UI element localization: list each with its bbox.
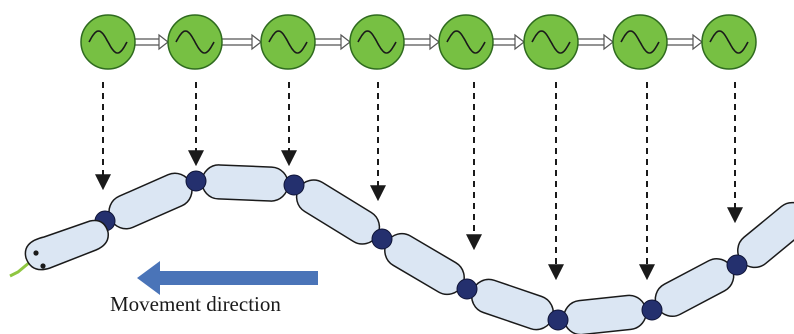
coupling-arrow (135, 33, 169, 51)
oscillator-node (80, 14, 136, 70)
body-joint (547, 309, 569, 331)
oscillator-node (701, 14, 757, 70)
coupling-arrow (404, 33, 440, 51)
snake-tongue (9, 260, 31, 278)
body-joint (371, 228, 393, 250)
body-segment (201, 164, 289, 202)
oscillator-chain (80, 14, 757, 70)
head-shape (24, 219, 109, 271)
oscillator-node (438, 14, 494, 70)
coupling-arrow (578, 33, 614, 51)
coupling-arrow (315, 33, 351, 51)
sine-wave-icon (709, 30, 749, 54)
snake-head (9, 219, 109, 278)
body-segment (563, 294, 647, 334)
sine-wave-icon (175, 30, 215, 54)
body-joint (456, 278, 478, 300)
snake-joints (94, 170, 748, 331)
sine-wave-icon (620, 30, 660, 54)
snake-robot (9, 164, 794, 334)
body-joint (283, 174, 305, 196)
body-joint (726, 254, 748, 276)
body-segment (295, 179, 381, 245)
sine-wave-icon (531, 30, 571, 54)
oscillator-node (167, 14, 223, 70)
coupling-arrow (493, 33, 525, 51)
snake-segments (108, 164, 794, 334)
coupling-arrow (222, 33, 262, 51)
sine-wave-icon (88, 30, 128, 54)
snake-eye (40, 263, 46, 269)
oscillator-node (523, 14, 579, 70)
movement-direction-arrow (137, 261, 318, 295)
oscillator-node (260, 14, 316, 70)
oscillator-node (349, 14, 405, 70)
sine-wave-icon (446, 30, 486, 54)
sine-wave-icon (268, 30, 308, 54)
coupling-arrow (667, 33, 703, 51)
body-segment (108, 172, 193, 230)
drive-arrows (95, 82, 743, 281)
oscillator-node (612, 14, 668, 70)
body-segment (654, 258, 735, 317)
movement-direction-label: Movement direction (110, 292, 281, 316)
snake-eye (33, 250, 39, 256)
body-segment (471, 278, 554, 331)
body-joint (185, 170, 207, 192)
body-joint (641, 299, 663, 321)
sine-wave-icon (357, 30, 397, 54)
